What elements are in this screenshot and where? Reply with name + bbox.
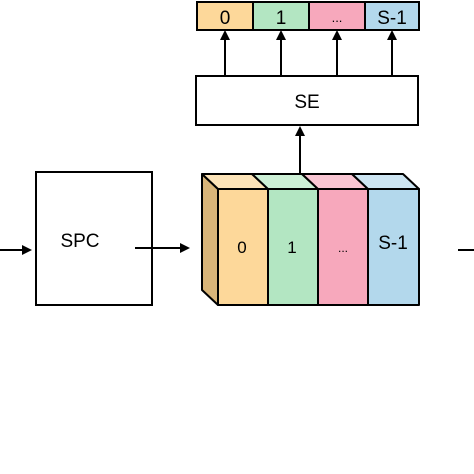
spc-box (35, 171, 153, 306)
output-cell-3-box (364, 1, 420, 31)
spc-label: SPC (60, 231, 99, 252)
stack-front-face-0 (217, 188, 269, 306)
stack-front-face-3 (367, 188, 420, 306)
stack-cell-1-label: 1 (287, 238, 296, 257)
spc-block: SPC (35, 171, 153, 306)
stack-buffer (201, 173, 420, 306)
se-output-arrows (220, 30, 397, 75)
stack-cell-0-label: 0 (237, 238, 246, 257)
output-cell-1-label: 1 (276, 8, 287, 29)
stack-cell-2-label: ... (338, 241, 348, 255)
output-cell-0-label: 0 (220, 8, 231, 29)
stack-side-face (201, 173, 219, 306)
stack-front-face-1 (267, 188, 319, 306)
stack-cell-3-label: S-1 (378, 233, 408, 254)
se-box (195, 75, 419, 126)
se-label: SE (294, 92, 319, 113)
se-block: SE (195, 75, 419, 126)
output-cell-2-label: ... (332, 10, 343, 25)
output-cell-3-label: S-1 (377, 8, 407, 29)
output-register: 0 1 ... S-1 (196, 1, 420, 31)
stack-front-face-2 (317, 188, 369, 306)
